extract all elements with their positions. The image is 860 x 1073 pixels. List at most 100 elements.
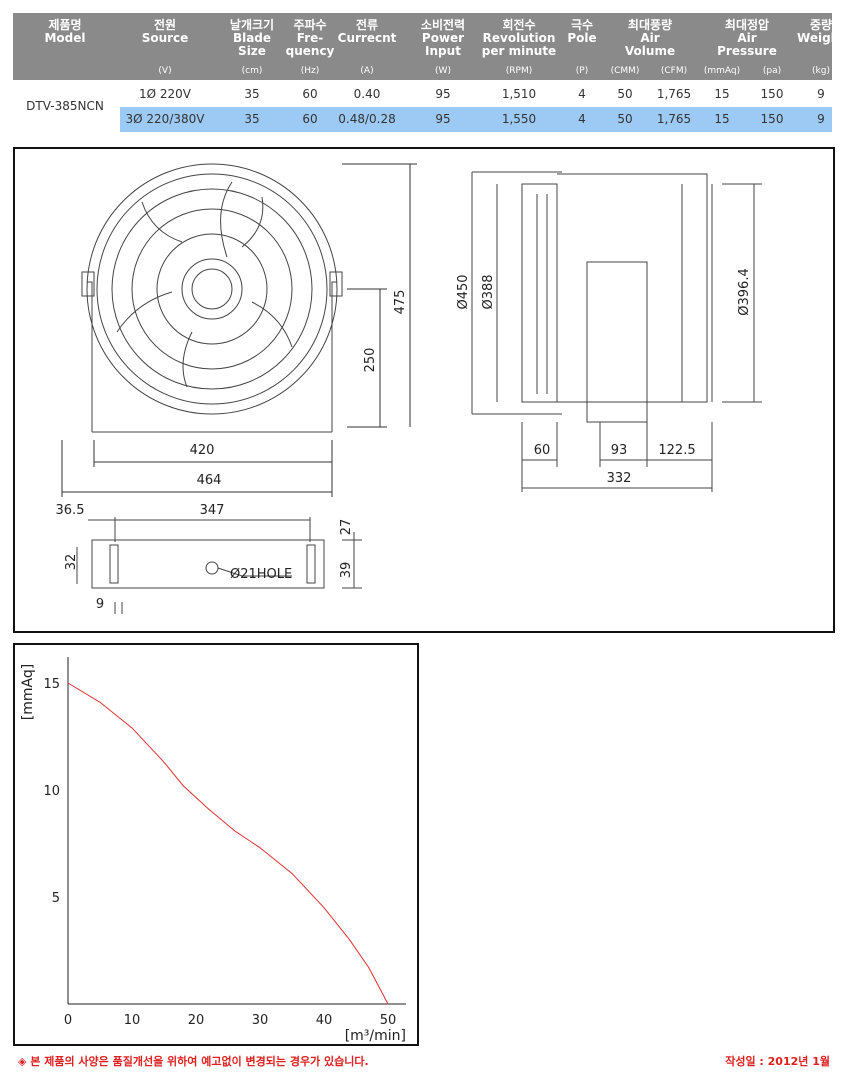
header-en: Revolution per minute: [481, 31, 557, 58]
x-tick-label: 20: [188, 1013, 205, 1028]
table-cell: 0.40: [353, 87, 381, 101]
curve-point: [163, 761, 165, 763]
curve-point: [259, 847, 261, 849]
x-tick-label: 50: [380, 1013, 397, 1028]
base-view: [76, 517, 362, 614]
table-cell: 0.48/0.28: [338, 112, 396, 126]
dim-d388: Ø388: [481, 274, 496, 309]
table-cell: 150: [760, 112, 784, 126]
header-unit: (cm): [241, 66, 263, 76]
dim-32: 32: [64, 554, 79, 571]
table-cell: 9: [817, 112, 825, 126]
table-cell: 35: [244, 112, 260, 126]
y-axis-label: [mmAq]: [20, 664, 36, 720]
header-en: Pole: [567, 31, 597, 45]
dim-d450: Ø450: [456, 274, 471, 309]
header-ko: 전류: [355, 18, 379, 32]
table-cell: 1,765: [656, 87, 692, 101]
header-ko: 소비전력: [420, 18, 466, 32]
table-cell: 1Ø 220V: [138, 87, 192, 101]
header-en: Air Pressure: [717, 31, 777, 58]
y-tick-label: 15: [43, 677, 60, 692]
y-tick-label: 5: [52, 891, 60, 906]
table-cell: 4: [578, 87, 586, 101]
table-cell: 50: [617, 87, 633, 101]
curve-point: [323, 907, 325, 909]
table-cell: 3Ø 220/380V: [125, 112, 205, 126]
header-unit: (A): [360, 66, 374, 76]
header-en: Blade Size: [232, 31, 272, 58]
x-axis-label: [m³/min]: [345, 1028, 406, 1044]
hole-label: Ø21HOLE: [230, 567, 292, 582]
dim-464: 464: [197, 473, 222, 488]
header-subunit: (mmAq): [703, 66, 741, 76]
dim-347: 347: [200, 503, 225, 518]
pressure-curve: [67, 682, 389, 1005]
header-subunit: (CMM): [610, 66, 640, 76]
header-ko: 날개크기: [229, 18, 275, 32]
x-tick-label: 30: [252, 1013, 269, 1028]
dim-36-5: 36.5: [56, 503, 85, 518]
dim-9: 9: [96, 597, 104, 612]
x-tick-label: 10: [124, 1013, 141, 1028]
table-cell: 1,550: [501, 112, 537, 126]
x-tick-label: 40: [316, 1013, 333, 1028]
table-cell: 150: [760, 87, 784, 101]
header-en: Air Volume: [624, 31, 676, 58]
curve-point: [208, 808, 210, 810]
header-ko: 제품명: [48, 18, 82, 32]
dim-93: 93: [611, 443, 628, 458]
header-en: Fre- quency: [285, 31, 335, 58]
dim-60: 60: [534, 443, 551, 458]
header-ko: 최대정압: [724, 18, 770, 32]
header-en: Model: [44, 31, 86, 45]
curve-point: [182, 785, 184, 787]
curve-point: [233, 830, 235, 832]
curve-point: [349, 939, 351, 941]
header-ko: 전원: [153, 18, 177, 32]
table-cell: 95: [435, 112, 451, 126]
table-cell: 9: [817, 87, 825, 101]
dim-27: 27: [339, 519, 354, 536]
highlight-row: [120, 107, 832, 132]
header-ko: 중량: [809, 18, 833, 32]
table-cell: 15: [714, 87, 730, 101]
dimension-drawing: 420 464 475 250 36.5 347 27 32 39 9 Ø21H…: [13, 147, 835, 633]
header-unit: (kg): [812, 66, 830, 76]
table-cell: 50: [617, 112, 633, 126]
front-view: [81, 163, 343, 433]
table-cell: 4: [578, 112, 586, 126]
header-subunit: (CFM): [660, 66, 688, 76]
dim-332: 332: [607, 471, 632, 486]
y-tick-label: 10: [43, 784, 60, 799]
curve-point: [387, 1003, 389, 1005]
dim-39: 39: [339, 562, 354, 579]
table-cell: 35: [244, 87, 260, 101]
side-view: [471, 171, 762, 492]
header-en: Power Input: [421, 31, 465, 58]
table-cell: 60: [302, 112, 318, 126]
curve-point: [99, 701, 101, 703]
table-cell: 1,510: [501, 87, 537, 101]
header-unit: (RPM): [505, 66, 533, 76]
header-unit: (P): [575, 66, 589, 76]
header-ko: 극수: [570, 18, 594, 32]
dim-420: 420: [190, 443, 215, 458]
curve-point: [368, 967, 370, 969]
front-dims: [61, 163, 417, 497]
dim-475: 475: [393, 290, 408, 315]
header-en: Currecnt: [337, 31, 397, 45]
header-subunit: (pa): [762, 66, 782, 76]
